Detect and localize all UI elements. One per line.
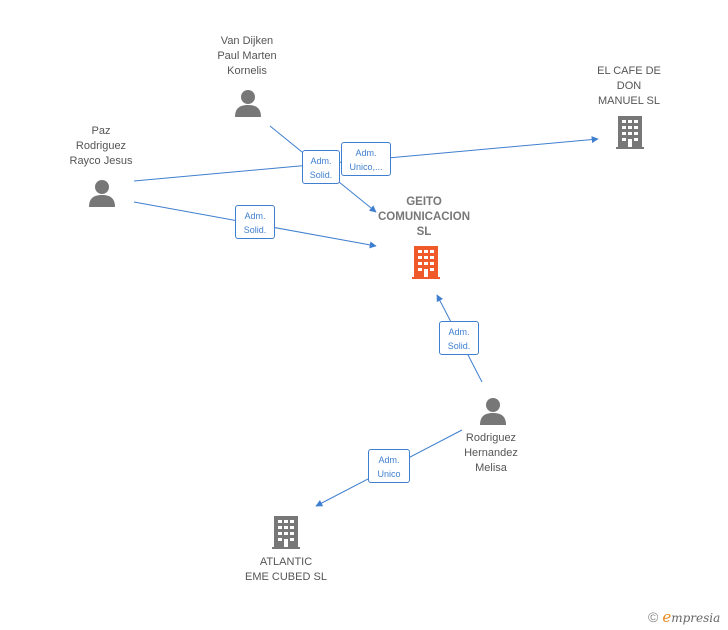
- node-label-atlantic: ATLANTIC EME CUBED SL: [245, 556, 327, 583]
- edge-badge-rodriguez-geito[interactable]: Adm. Solid.: [439, 321, 479, 355]
- node-label-van-dijken: Van Dijken Paul Marten Kornelis: [217, 35, 277, 77]
- copyright-brand: © empresia: [648, 608, 720, 626]
- node-label-rodriguez: Rodriguez Hernandez Melisa: [464, 432, 518, 474]
- node-label-geito: GEITO COMUNICACION SL: [378, 196, 470, 238]
- person-icon[interactable]: [233, 88, 263, 118]
- node-label-el-cafe: EL CAFE DE DON MANUEL SL: [597, 65, 661, 107]
- edge-badge-rodriguez-atlantic[interactable]: Adm. Unico: [368, 449, 410, 483]
- edge-badge-vandijken-geito[interactable]: Adm. Solid.: [302, 150, 340, 184]
- person-icon[interactable]: [87, 178, 117, 208]
- edge-badge-paz-geito[interactable]: Adm. Solid.: [235, 205, 275, 239]
- building-icon[interactable]: [270, 514, 302, 550]
- building-icon[interactable]: [410, 244, 442, 280]
- person-icon[interactable]: [478, 396, 508, 426]
- node-label-paz: Paz Rodriguez Rayco Jesus: [69, 125, 133, 167]
- edge-badge-paz-elcafe[interactable]: Adm. Unico,...: [341, 142, 391, 176]
- brand-logo[interactable]: empresia: [662, 608, 721, 626]
- copyright-icon: ©: [648, 609, 659, 625]
- building-icon[interactable]: [614, 114, 646, 150]
